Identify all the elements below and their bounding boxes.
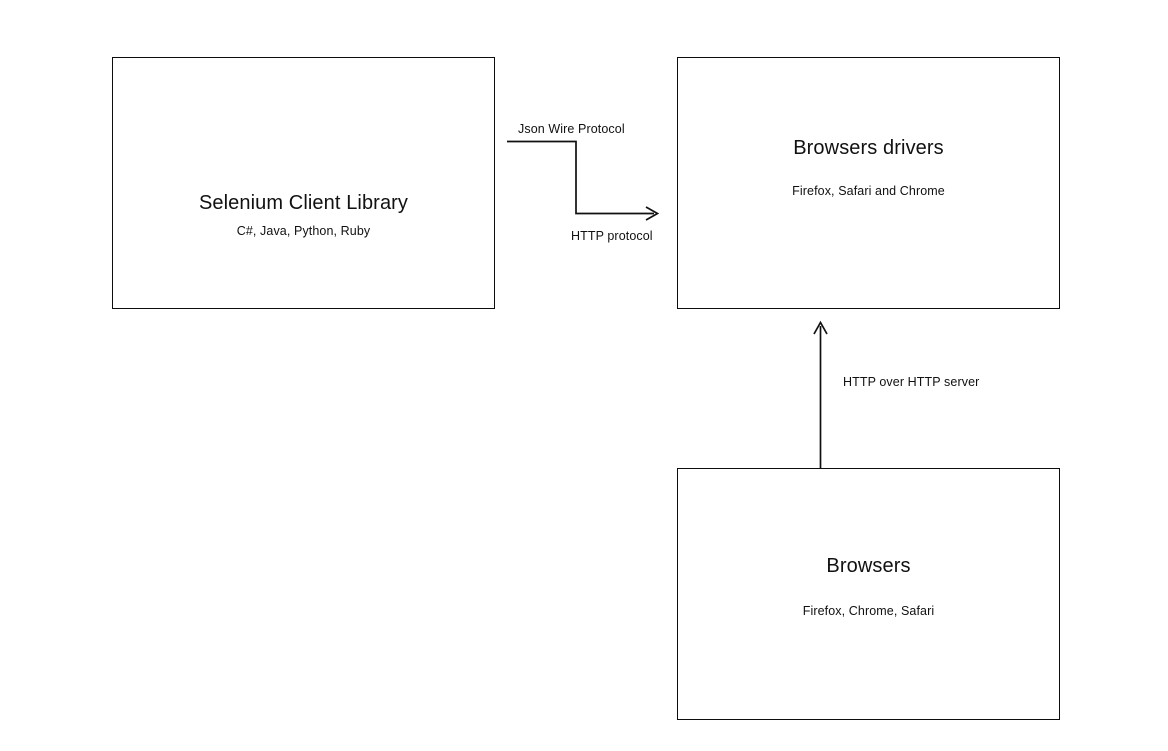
edge-client-to-drivers-line	[507, 140, 654, 215]
node-title: Browsers	[826, 555, 911, 577]
node-title: Selenium Client Library	[198, 192, 409, 214]
node-browsers-drivers[interactable]: Browsers drivers Firefox, Safari and Chr…	[677, 57, 1060, 309]
edge-label-http-over-http-server: HTTP over HTTP server	[843, 375, 980, 389]
node-subtitle: C#, Java, Python, Ruby	[236, 224, 371, 238]
node-browsers[interactable]: Browsers Firefox, Chrome, Safari	[677, 468, 1060, 720]
node-subtitle: Firefox, Safari and Chrome	[792, 184, 945, 198]
arrowhead-up-icon	[813, 320, 828, 335]
arrowhead-right-icon	[645, 206, 660, 221]
node-subtitle: Firefox, Chrome, Safari	[802, 604, 935, 618]
node-selenium-client-library[interactable]: Selenium Client Library C#, Java, Python…	[112, 57, 495, 309]
node-title: Browsers drivers	[793, 137, 944, 159]
edge-label-http-protocol: HTTP protocol	[571, 229, 653, 243]
edge-label-json-wire-protocol: Json Wire Protocol	[518, 122, 625, 136]
